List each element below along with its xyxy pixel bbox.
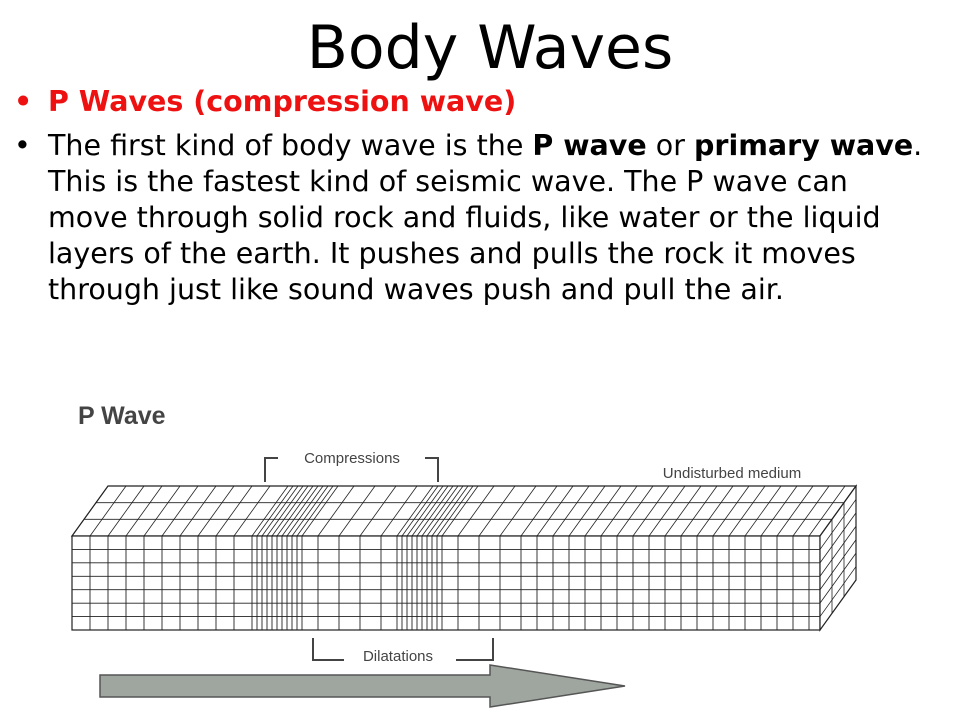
grid-depth-line	[421, 485, 459, 537]
grid-depth-line	[552, 485, 590, 537]
grid-depth-line	[396, 485, 434, 537]
wave-medium-block	[70, 484, 858, 632]
grid-depth-line	[499, 485, 537, 537]
desc-bold-primary-wave: primary wave	[693, 129, 914, 162]
grid-depth-line	[276, 485, 314, 537]
figure-title: P Wave	[78, 402, 166, 430]
grid-depth-line	[600, 485, 638, 537]
grid-depth-line	[632, 485, 670, 537]
grid-depth-line	[728, 485, 766, 537]
grid-depth-line	[760, 485, 798, 537]
grid-depth-line	[197, 485, 235, 537]
grid-depth-line	[143, 485, 181, 537]
compressions-label: Compressions	[304, 450, 400, 467]
bullet-p-waves: • P Waves (compression wave)	[14, 84, 934, 120]
side-face-row-line	[819, 499, 857, 550]
grid-depth-line	[261, 485, 299, 537]
grid-depth-line	[301, 485, 339, 537]
grid-depth-line	[89, 485, 127, 537]
grid-depth-line	[568, 485, 606, 537]
grid-depth-line	[648, 485, 686, 537]
grid-depth-line	[296, 485, 334, 537]
slide-title: Body Waves	[306, 13, 674, 83]
grid-depth-line	[431, 485, 469, 537]
p-wave-diagram: P Wave Compressions Undisturbed medium D…	[70, 402, 858, 708]
grid-depth-line	[441, 485, 479, 537]
grid-depth-line	[359, 485, 397, 537]
block-front-face	[71, 535, 821, 631]
grid-depth-line	[179, 485, 217, 537]
grid-depth-line	[744, 485, 782, 537]
grid-depth-line	[478, 485, 516, 537]
grid-depth-line	[520, 485, 558, 537]
grid-depth-line	[680, 485, 718, 537]
grid-depth-line	[616, 485, 654, 537]
grid-depth-line	[256, 485, 294, 537]
side-face-row-line	[819, 539, 857, 590]
bullet-description: • The first kind of body wave is the P w…	[14, 128, 934, 308]
grid-depth-line	[291, 485, 329, 537]
grid-depth-line	[266, 485, 304, 537]
grid-depth-line	[271, 485, 309, 537]
undisturbed-medium-label: Undisturbed medium	[663, 465, 801, 482]
grid-depth-line	[161, 485, 199, 537]
desc-text-1: The first kind of body wave is the	[48, 129, 533, 162]
grid-depth-line	[251, 485, 289, 537]
grid-depth-line	[808, 485, 846, 537]
desc-text-2: or	[646, 129, 694, 162]
grid-depth-line	[281, 485, 319, 537]
desc-text-3: . This is the fastest kind of seismic wa…	[48, 129, 923, 306]
grid-depth-line	[457, 485, 495, 537]
grid-depth-line	[125, 485, 163, 537]
grid-depth-line	[401, 485, 439, 537]
bullet-list: • P Waves (compression wave) • The first…	[14, 84, 934, 308]
grid-depth-line	[317, 485, 355, 537]
bullet-marker-icon: •	[14, 129, 31, 162]
side-face-row-line	[819, 526, 857, 577]
grid-depth-line	[696, 485, 734, 537]
block-top-face	[70, 485, 858, 537]
grid-depth-line	[286, 485, 324, 537]
grid-depth-line	[380, 485, 418, 537]
desc-bold-p-wave: P wave	[532, 129, 647, 162]
side-face-row-line	[819, 566, 857, 617]
grid-depth-line	[584, 485, 622, 537]
dilatations-bracket	[312, 638, 494, 661]
grid-depth-line	[215, 485, 253, 537]
grid-depth-line	[712, 485, 750, 537]
grid-depth-line	[71, 485, 109, 537]
grid-depth-line	[792, 485, 830, 537]
compressions-bracket	[264, 457, 439, 482]
grid-depth-line	[338, 485, 376, 537]
side-face-row-line	[819, 552, 857, 604]
grid-depth-line	[436, 485, 474, 537]
grid-depth-line	[426, 485, 464, 537]
side-face-row-line	[819, 512, 857, 564]
propagation-arrow-icon	[99, 664, 626, 708]
grid-depth-line	[107, 485, 145, 537]
grid-depth-line	[233, 485, 271, 537]
grid-depth-line	[664, 485, 702, 537]
grid-depth-line	[776, 485, 814, 537]
grid-depth-line	[406, 485, 444, 537]
grid-depth-line	[536, 485, 574, 537]
grid-depth-line	[819, 485, 857, 537]
grid-depth-line	[416, 485, 454, 537]
bullet-p-waves-text: P Waves (compression wave)	[48, 85, 517, 118]
dilatations-label: Dilatations	[363, 648, 433, 665]
bullet-marker-icon: •	[14, 85, 33, 118]
grid-depth-line	[411, 485, 449, 537]
